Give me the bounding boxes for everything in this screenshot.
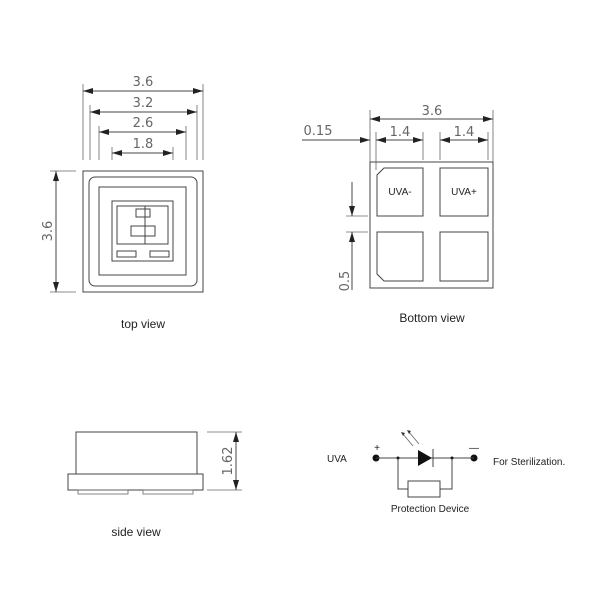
side-view: 1.62 side view [67, 431, 242, 539]
dim-height: 3.6 [41, 221, 56, 242]
dim-width: 3.6 [422, 104, 443, 119]
protection-device-label: Protection Device [391, 504, 470, 515]
bottom-view-caption: Bottom view [399, 311, 465, 325]
pad-label-positive: UVA+ [451, 187, 477, 198]
light-emission-arrows-icon [401, 430, 420, 447]
led-diode-icon [418, 450, 432, 466]
purpose-label: For Sterilization. [493, 457, 565, 468]
side-view-caption: side view [111, 525, 161, 539]
pad-label-negative: UVA- [388, 187, 411, 198]
plus-sign: + [374, 443, 380, 454]
dim-pad-left: 1.4 [390, 125, 411, 140]
circuit-diagram: UVA + — Protection Device For Sterilizat… [327, 430, 565, 515]
protection-device-icon [407, 480, 441, 498]
minus-sign: — [469, 443, 479, 454]
dim-gap: 0.5 [338, 271, 353, 292]
bottom-view: 3.6 0.15 1.4 1.4 0.5 UVA- UVA+ Bottom vi… [302, 104, 494, 325]
top-view: 3.6 3.2 2.6 1.8 3.6 top view [41, 75, 204, 331]
dim-width-4: 1.8 [133, 137, 154, 152]
dim-height: 1.62 [221, 447, 236, 476]
dim-width-3: 2.6 [133, 116, 154, 131]
top-view-caption: top view [121, 317, 165, 331]
circuit-input-label: UVA [327, 454, 347, 465]
dim-offset: 0.15 [304, 124, 333, 139]
dim-pad-right: 1.4 [454, 125, 475, 140]
dim-width-outer: 3.6 [133, 75, 154, 90]
dim-width-2: 3.2 [133, 96, 154, 111]
